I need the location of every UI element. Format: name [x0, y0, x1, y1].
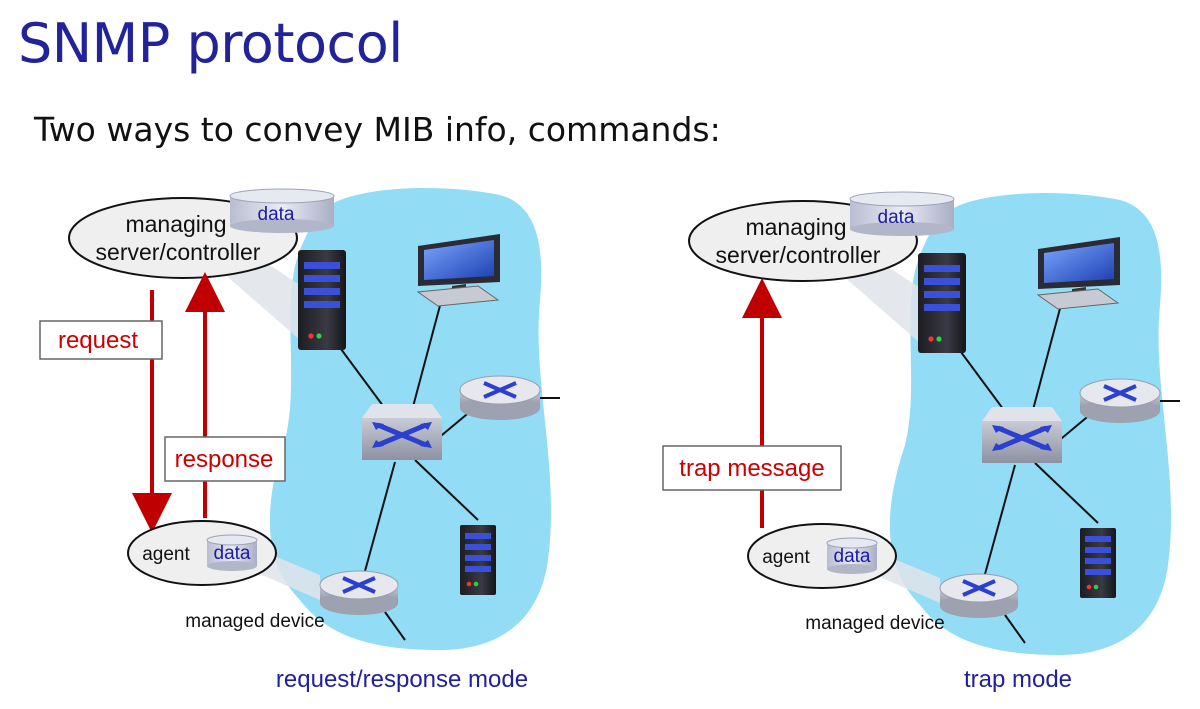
- slide-subtitle: Two ways to convey MIB info, commands:: [34, 110, 721, 149]
- trap-mode-diagram: managing server/controller data trap mes…: [662, 191, 1180, 693]
- server-data-store: data: [849, 191, 955, 236]
- server-tower-icon: [918, 253, 966, 353]
- router-icon: [459, 375, 541, 420]
- agent-label: agent: [762, 547, 810, 568]
- server-data-label: data: [878, 207, 915, 228]
- switch-icon: [362, 404, 442, 460]
- request-response-diagram: managing server/controller data request …: [39, 188, 560, 693]
- response-label-box: [164, 436, 286, 482]
- mode-caption: request/response mode: [276, 666, 528, 693]
- server-data-label: data: [258, 204, 295, 225]
- request-label-box: [39, 320, 163, 360]
- managed-device-router-icon: [939, 573, 1019, 618]
- slide-title: SNMP protocol: [18, 12, 403, 75]
- agent-label: agent: [142, 544, 190, 565]
- managing-server-label-line1: managing: [125, 211, 226, 237]
- managed-device-router-icon: [319, 570, 399, 615]
- switch-icon: [982, 407, 1062, 463]
- request-label: request: [58, 327, 138, 354]
- mode-caption: trap mode: [964, 666, 1072, 693]
- server-callout: [222, 252, 300, 340]
- managing-server-label-line2: server/controller: [716, 242, 881, 268]
- desktop-computer-icon: [416, 234, 500, 307]
- server-tower-icon: [460, 525, 496, 595]
- response-label: response: [175, 446, 274, 473]
- server-callout: [842, 255, 920, 343]
- agent-data-store: data: [826, 537, 878, 574]
- trap-message-label: trap message: [679, 455, 824, 482]
- router-icon: [1079, 378, 1161, 423]
- managed-device-label: managed device: [185, 611, 324, 632]
- trap-message-label-box: [662, 445, 842, 491]
- server-tower-icon: [298, 250, 346, 350]
- server-tower-icon: [1080, 528, 1116, 598]
- agent-data-label: data: [834, 546, 871, 567]
- agent-data-store: data: [206, 534, 258, 571]
- agent-data-label: data: [214, 543, 251, 564]
- managing-server-label-line1: managing: [745, 214, 846, 240]
- server-data-store: data: [229, 188, 335, 233]
- managing-server-label-line2: server/controller: [96, 239, 261, 265]
- managed-device-label: managed device: [805, 613, 944, 634]
- desktop-computer-icon: [1036, 237, 1120, 310]
